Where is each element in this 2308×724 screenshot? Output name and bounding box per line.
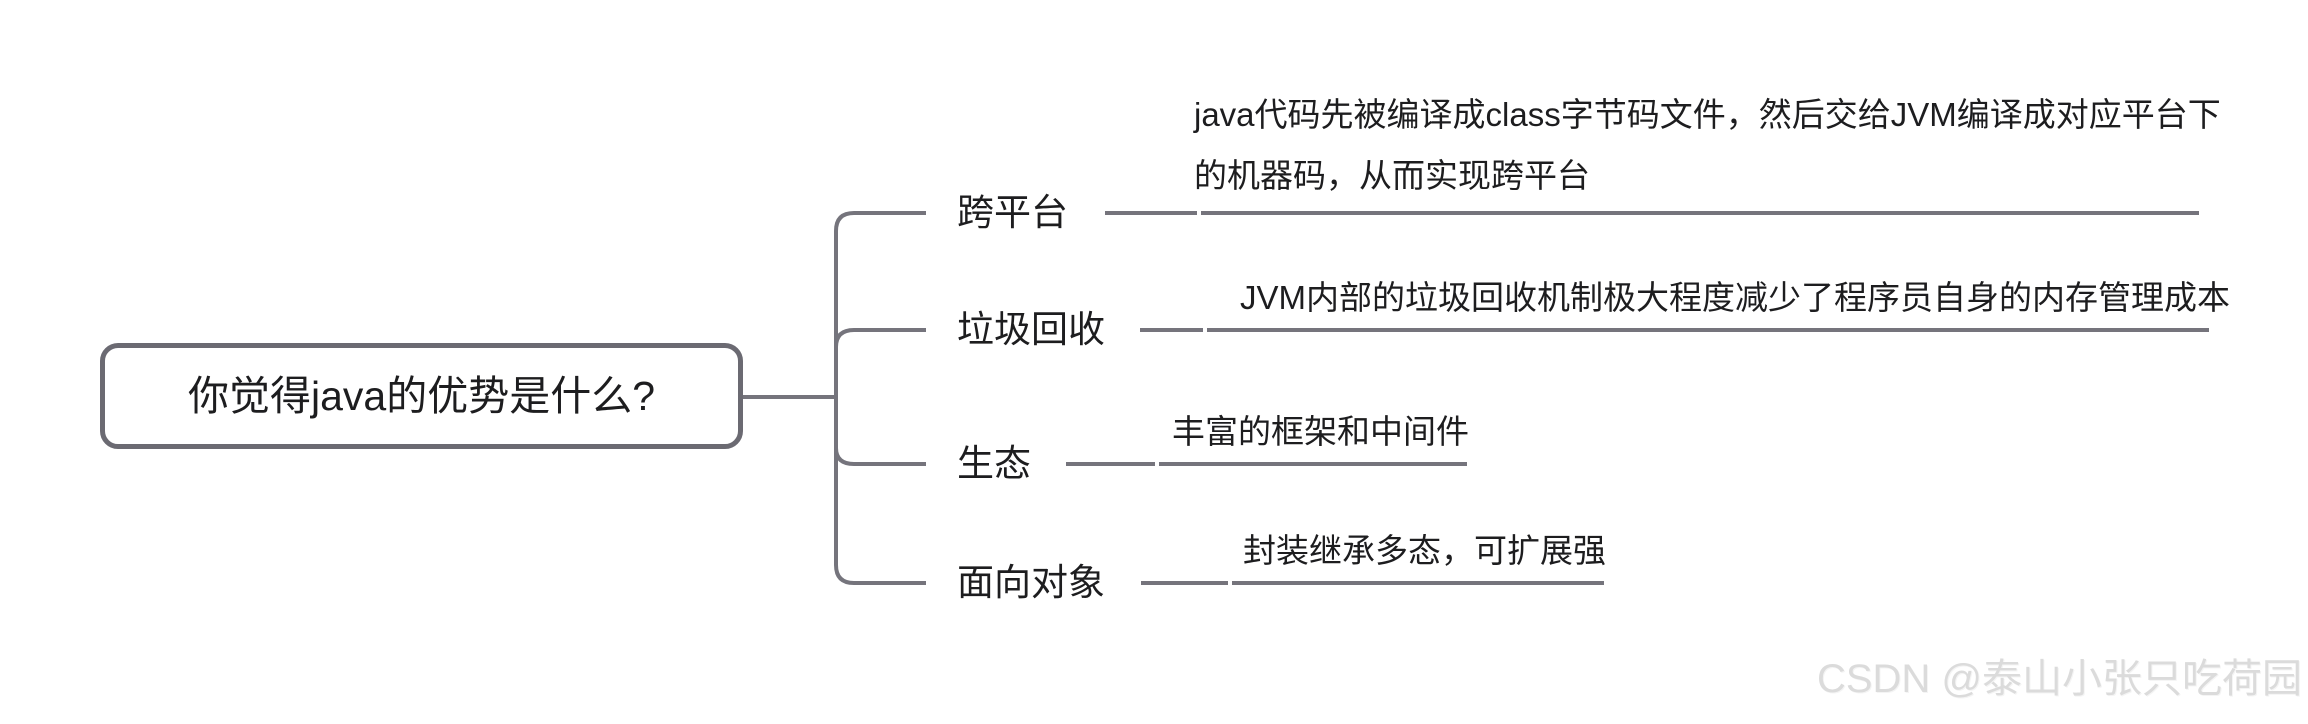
desc-line: 的机器码，从而实现跨平台 xyxy=(1194,157,1590,194)
desc-line: 封装继承多态，可扩展强 xyxy=(1243,532,1606,569)
subtopic-cross-platform-desc[interactable]: java代码先被编译成class字节码文件，然后交给JVM编译成对应平台下 的机… xyxy=(1194,84,2221,206)
desc-line: 丰富的框架和中间件 xyxy=(1172,413,1469,450)
branch-topic-cross-platform[interactable]: 跨平台 xyxy=(957,192,1068,233)
subtopic-ecosystem-desc[interactable]: 丰富的框架和中间件 xyxy=(1172,411,1469,453)
branch-topic-ecosystem[interactable]: 生态 xyxy=(957,443,1031,484)
subtopic-gc-desc[interactable]: JVM内部的垃圾回收机制极大程度减少了程序员自身的内存管理成本 xyxy=(1240,277,2230,319)
branch-curve-cross-platform xyxy=(834,211,926,232)
branch-curve-oop xyxy=(834,564,926,585)
branch-curve-ecosystem xyxy=(834,447,926,466)
watermark: CSDN @泰山小张只吃荷园 xyxy=(1816,657,2302,701)
subtopic-oop-desc[interactable]: 封装继承多态，可扩展强 xyxy=(1243,530,1606,572)
branch-curve-gc xyxy=(834,328,926,348)
desc-line: java代码先被编译成class字节码文件，然后交给JVM编译成对应平台下 xyxy=(1194,96,2221,133)
branch-topic-gc[interactable]: 垃圾回收 xyxy=(957,309,1105,350)
root-topic-label: 你觉得java的优势是什么? xyxy=(187,373,655,419)
root-topic-node[interactable]: 你觉得java的优势是什么? xyxy=(100,343,743,449)
desc-line: JVM内部的垃圾回收机制极大程度减少了程序员自身的内存管理成本 xyxy=(1240,279,2230,316)
branch-topic-oop[interactable]: 面向对象 xyxy=(957,562,1105,603)
